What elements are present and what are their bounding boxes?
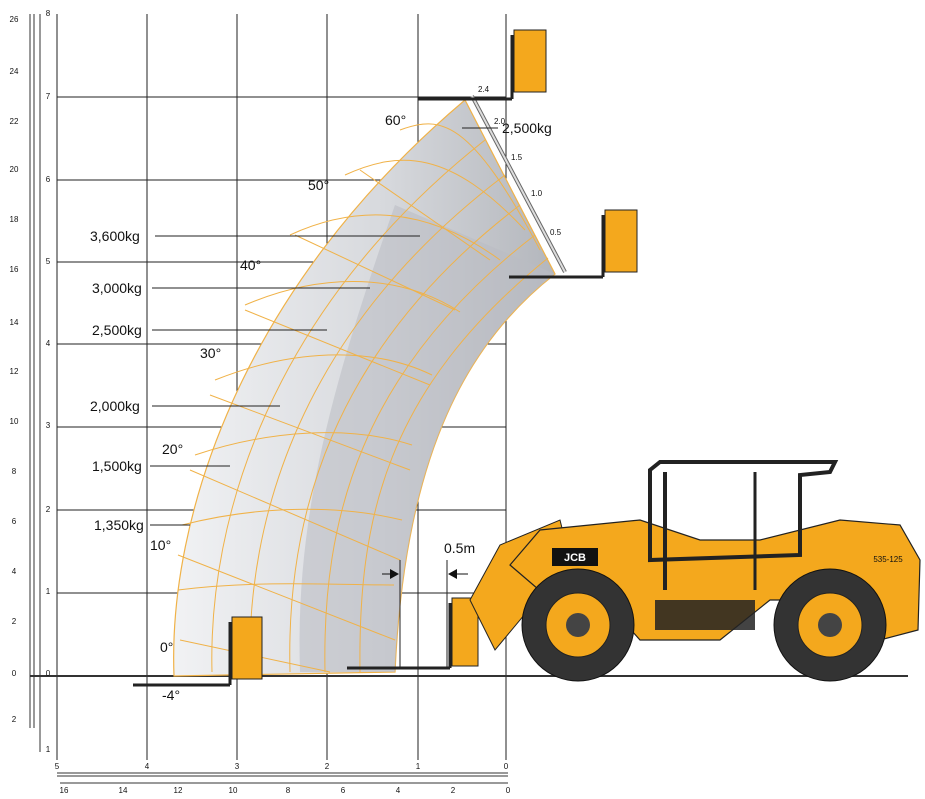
extension-tick-label: 1.5 (511, 153, 523, 162)
left-scale-ft-tick: 20 (10, 165, 19, 174)
bottom-scale-ft-tick: 0 (506, 786, 511, 794)
overhang-dimension: 0.5m (382, 540, 475, 668)
left-scale-m-tick: 5 (46, 257, 51, 266)
bottom-scale-m-tick: 0 (504, 762, 509, 771)
bottom-scale-m-tick: 3 (235, 762, 240, 771)
extension-tick-label: 0.5 (550, 228, 562, 237)
left-scale-ft-tick: 14 (10, 318, 19, 327)
left-scale-m-tick: 0 (46, 669, 51, 678)
load-zone-label: 3,000kg (92, 280, 142, 296)
left-scale-m-tick: 3 (46, 421, 51, 430)
bottom-scale-m-tick: 4 (145, 762, 150, 771)
top-load-label: 2,500kg (502, 120, 552, 136)
bottom-scale-m-tick: 1 (416, 762, 421, 771)
bottom-scale-ft-tick: 10 (229, 786, 238, 794)
left-scale-ft-tick: 10 (10, 417, 19, 426)
left-scale-ft-tick: 4 (12, 567, 17, 576)
bottom-scale-m-tick: 5 (55, 762, 60, 771)
fork-carriage-top (418, 29, 547, 101)
bottom-scale-ft-tick: 2 (451, 786, 456, 794)
boom-angle-label: 40° (240, 257, 261, 273)
boom-angle-label: 30° (200, 345, 221, 361)
left-scale-ft-tick: 12 (10, 367, 19, 376)
telehandler-machine: JCB 535-125 (469, 460, 921, 682)
left-scale-ft-tick: 22 (10, 117, 19, 126)
load-zone-label: 2,500kg (92, 322, 142, 338)
left-scale-ft-tick: 26 (10, 15, 19, 24)
bottom-scale-ft-tick: 6 (341, 786, 346, 794)
left-scale-m-tick: 1 (46, 745, 51, 754)
boom-angle-label: 10° (150, 537, 171, 553)
left-scale-ft-tick: 2 (12, 715, 17, 724)
left-scale-m-tick: 7 (46, 92, 51, 101)
bottom-scale-ft-tick: 16 (60, 786, 69, 794)
load-leaders (64, 127, 498, 526)
fork-carriage-ground (347, 597, 479, 670)
boom-angle-label: 50° (308, 177, 329, 193)
extension-tick-label: 1.0 (531, 189, 543, 198)
overhang-label: 0.5m (444, 540, 475, 556)
left-scale-m-tick: 8 (46, 9, 51, 18)
left-scale-ft-tick: 8 (12, 467, 17, 476)
left-scale-m-tick: 6 (46, 175, 51, 184)
left-scale-ft-tick: 2 (12, 617, 17, 626)
extension-tick-label: 2.4 (478, 85, 490, 94)
bottom-scale-ft-tick: 14 (119, 786, 128, 794)
left-scale-ft-tick: 6 (12, 517, 17, 526)
left-scale-m-tick: 4 (46, 339, 51, 348)
extension-tick-label: 2.0 (494, 117, 506, 126)
bottom-scale-rules (57, 772, 508, 784)
boom-angle-label: 0° (160, 639, 173, 655)
bottom-scale-ft-tick: 4 (396, 786, 401, 794)
load-envelope (173, 99, 556, 677)
left-scale-rules (29, 14, 41, 752)
left-scale-m-tick: 2 (46, 505, 51, 514)
boom-extension-scale (470, 95, 567, 273)
bottom-scale-ft-tick: 8 (286, 786, 291, 794)
boom-angle-label: 60° (385, 112, 406, 128)
left-scale-m-tick: 1 (46, 587, 51, 596)
left-scale-ft-tick: 16 (10, 265, 19, 274)
load-zone-label: 1,350kg (94, 517, 144, 533)
left-scale-ft-tick: 0 (12, 669, 17, 678)
bottom-scale-m-tick: 2 (325, 762, 330, 771)
bottom-scale-ft-tick: 12 (174, 786, 183, 794)
load-zone-label: 2,000kg (90, 398, 140, 414)
load-zone-label: 1,500kg (92, 458, 142, 474)
boom-angle-label: -4° (162, 687, 180, 703)
left-scale-ft-tick: 24 (10, 67, 19, 76)
load-zone-label: 3,600kg (90, 228, 140, 244)
fork-carriage-low (133, 616, 263, 687)
boom-angle-label: 20° (162, 441, 183, 457)
svg-text:JCB: JCB (564, 552, 586, 564)
fork-carriage-mid (509, 209, 638, 279)
left-scale-ft-tick: 18 (10, 215, 19, 224)
machine-model: 535-125 (873, 555, 903, 564)
